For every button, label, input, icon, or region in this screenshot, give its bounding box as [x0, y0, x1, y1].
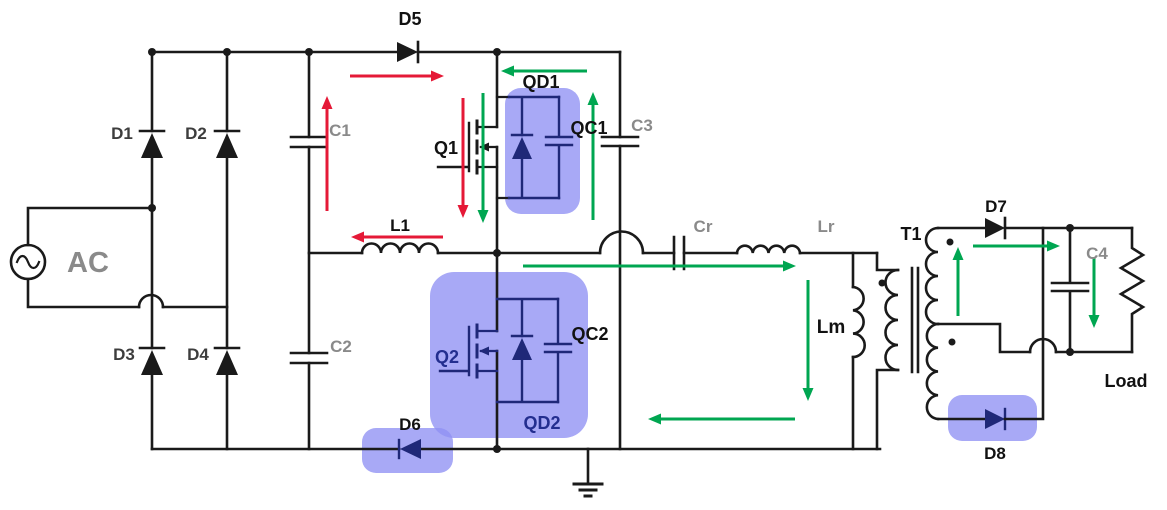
label-qd2: QD2 [523, 413, 560, 433]
load-resistor [1118, 226, 1146, 354]
label-d5: D5 [398, 9, 421, 29]
green-arrow-up-icon [587, 92, 599, 220]
inductor-lm [851, 251, 866, 451]
capacitor-c4 [1050, 226, 1090, 354]
body-diode-qd2 [495, 297, 560, 404]
diode-d6 [397, 438, 421, 460]
label-d6: D6 [399, 415, 421, 434]
diode-d7 [985, 216, 1007, 240]
inductor-lr [735, 244, 802, 255]
d8-cathode-wire [1003, 226, 1045, 421]
green-arrow-left-icon [501, 65, 587, 77]
secondary-winding-bottom [925, 322, 987, 421]
body-diode-qd1 [495, 95, 561, 200]
green-arrow-right-icon [973, 240, 1060, 252]
output-stage [985, 216, 1146, 431]
label-qc2: QC2 [571, 324, 608, 344]
component-labels: AC D1 D2 D3 D4 D5 C1 C2 C3 Cr Lr C4 L1 Q… [67, 9, 1147, 463]
label-qc1: QC1 [570, 118, 607, 138]
diode-d2 [213, 129, 241, 158]
highlight-qd1-qc1 [505, 88, 580, 214]
bridge-rectifier [138, 129, 241, 375]
center-tap-wire [936, 322, 1134, 354]
ground-icon [572, 447, 604, 498]
red-arrow-down-icon [457, 98, 469, 218]
label-c3: C3 [631, 116, 653, 135]
transformer-t1 [851, 226, 1134, 451]
label-q1: Q1 [434, 138, 458, 158]
wires [148, 50, 882, 451]
capacitor-c1 [289, 135, 329, 149]
label-c4: C4 [1086, 244, 1108, 263]
current-arrows-red [321, 70, 469, 243]
label-d1: D1 [111, 124, 133, 143]
label-d3: D3 [113, 345, 135, 364]
red-arrow-right-icon [350, 70, 444, 82]
current-arrows-green [477, 65, 1100, 425]
label-t1: T1 [900, 224, 921, 244]
highlight-q2-qd2-qc2 [430, 272, 588, 438]
green-arrow-down-icon [477, 93, 489, 223]
green-arrow-down-icon [802, 280, 814, 401]
wire-hop [598, 230, 645, 255]
diode-d5 [397, 40, 420, 64]
capacitor-qc2 [543, 297, 573, 404]
transformer-core [910, 266, 920, 374]
diode-d3 [138, 346, 166, 375]
junction-dots [148, 48, 1074, 453]
mosfet-body-arrow [479, 346, 489, 356]
label-q2: Q2 [435, 347, 459, 367]
green-arrow-right-icon [523, 260, 796, 272]
label-c2: C2 [330, 337, 352, 356]
polarity-dot [878, 279, 886, 287]
label-l1: L1 [390, 216, 410, 235]
label-d7: D7 [985, 197, 1007, 216]
label-qd1: QD1 [522, 72, 559, 92]
label-d4: D4 [187, 345, 209, 364]
green-arrow-up-icon [952, 247, 964, 316]
diode-d4 [213, 346, 241, 375]
sine-icon [15, 254, 41, 270]
polarity-dot [948, 338, 956, 346]
red-arrow-up-icon [321, 96, 333, 211]
label-cr: Cr [694, 217, 713, 236]
label-load: Load [1105, 371, 1148, 391]
label-lr: Lr [818, 217, 835, 236]
red-arrow-left-icon [351, 231, 443, 243]
label-lm: Lm [817, 317, 846, 338]
label-d8: D8 [984, 444, 1006, 463]
ac-source [9, 206, 229, 309]
diode-d1 [138, 129, 166, 158]
capacitor-qc1 [544, 95, 574, 200]
primary-winding [875, 251, 900, 451]
label-d2: D2 [185, 124, 207, 143]
capacitor-c2 [289, 351, 329, 365]
secondary-winding-top [924, 226, 987, 326]
mosfet-q2 [438, 323, 499, 379]
polarity-dot [946, 238, 954, 246]
capacitor-cr [672, 235, 686, 271]
green-arrow-down-icon [1088, 257, 1100, 328]
green-arrow-left-icon [648, 413, 795, 425]
label-ac: AC [67, 247, 109, 279]
ac-leads [26, 206, 229, 309]
inductor-l1 [360, 242, 440, 255]
label-c1: C1 [329, 121, 351, 140]
capacitor-c3 [600, 135, 640, 148]
